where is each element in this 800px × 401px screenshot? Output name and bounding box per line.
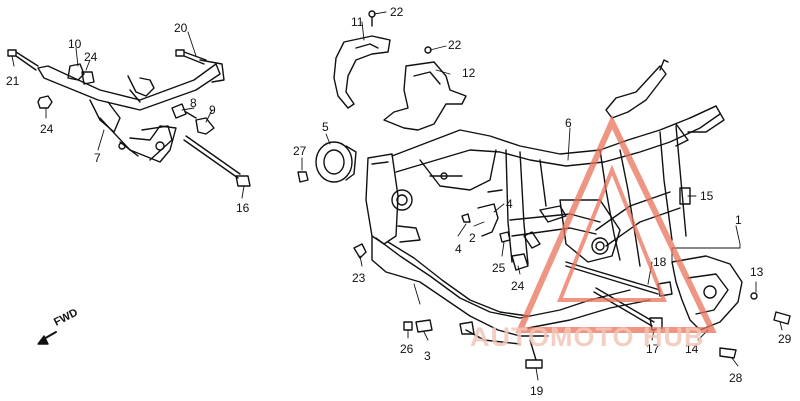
- callout-24: 24: [511, 279, 525, 293]
- callout-24: 24: [84, 50, 98, 64]
- callout-1: 1: [735, 213, 742, 227]
- callout-18: 18: [653, 255, 667, 269]
- part-7-bracket: [37, 59, 225, 163]
- callout-13: 13: [750, 265, 764, 279]
- callout-23: 23: [352, 271, 366, 285]
- callout-12: 12: [462, 66, 476, 80]
- part-5-horn: [297, 141, 357, 183]
- callout-22: 22: [448, 38, 462, 52]
- callout-3: 3: [424, 349, 431, 363]
- callout-10: 10: [68, 37, 82, 51]
- part-10-collar: [67, 63, 95, 85]
- callout-2: 2: [469, 231, 476, 245]
- callout-22: 22: [390, 5, 404, 19]
- part-1-cover: [671, 255, 791, 359]
- part-24-nut: [37, 95, 53, 109]
- callout-11: 11: [351, 15, 364, 29]
- callout-4: 4: [506, 197, 513, 211]
- callout-5: 5: [322, 120, 329, 134]
- part-8-9-spacer: [171, 103, 215, 135]
- callout-4: 4: [455, 242, 462, 256]
- callout-17: 17: [646, 342, 660, 356]
- part-20-bolt: [175, 49, 207, 65]
- callout-19: 19: [530, 384, 544, 398]
- callout-27: 27: [293, 144, 307, 158]
- part-11-bracket: [333, 10, 432, 109]
- callout-16: 16: [236, 201, 250, 215]
- part-12-cover: [383, 61, 467, 131]
- main-frame: [353, 59, 725, 369]
- callout-6: 6: [565, 116, 572, 130]
- callout-7: 7: [94, 151, 101, 165]
- callout-29: 29: [778, 332, 792, 346]
- part-16-long-bolt: [183, 135, 251, 187]
- callout-28: 28: [729, 371, 743, 385]
- watermark-triangle: [515, 114, 717, 333]
- callout-21: 21: [6, 74, 20, 88]
- callout-14: 14: [685, 342, 699, 356]
- callout-25: 25: [492, 261, 506, 275]
- watermark-text: AUTOMOTO HUB: [470, 322, 705, 352]
- callout-9: 9: [209, 103, 216, 117]
- part-21-bolt: [7, 49, 39, 71]
- callout-8: 8: [190, 96, 197, 110]
- callout-26: 26: [400, 342, 414, 356]
- callout-15: 15: [700, 189, 714, 203]
- callout-20: 20: [174, 21, 188, 35]
- callout-24: 24: [40, 122, 54, 136]
